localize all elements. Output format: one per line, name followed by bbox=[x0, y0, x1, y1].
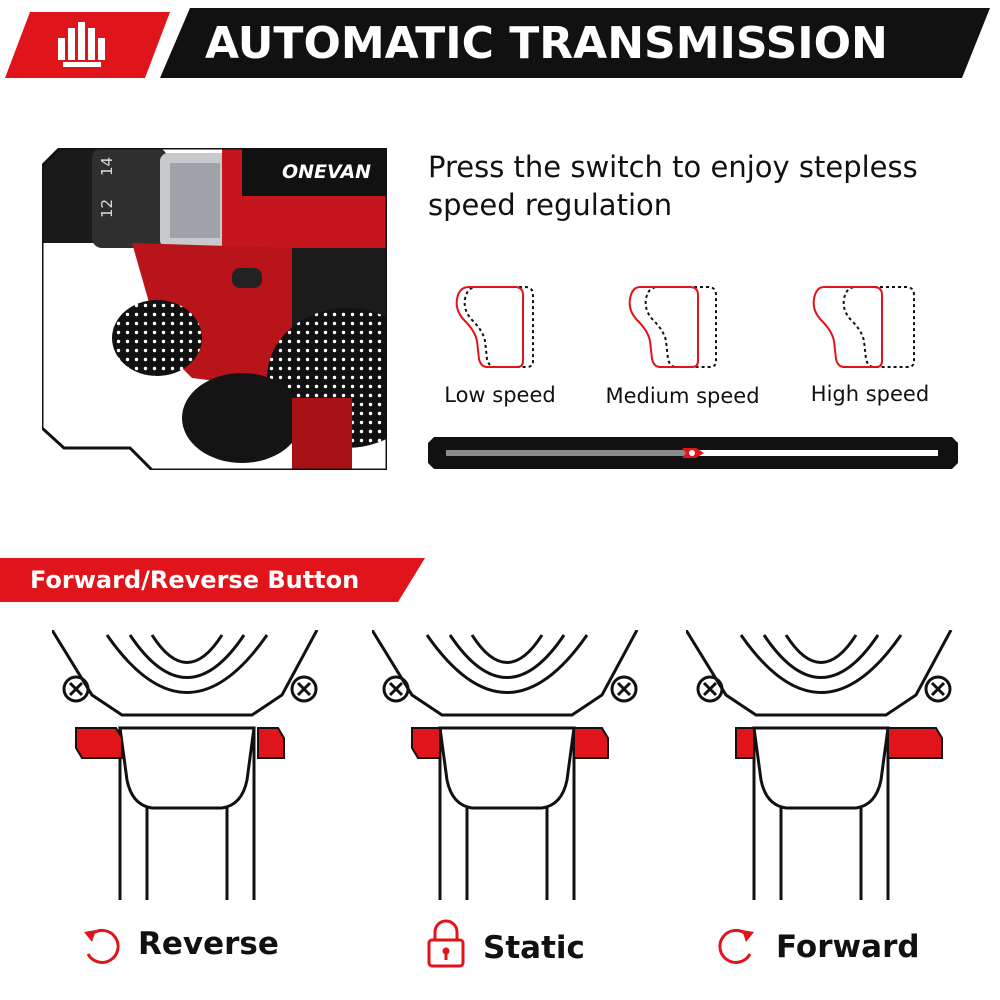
low-speed-label: Low speed bbox=[444, 383, 556, 407]
page-title: AUTOMATIC TRANSMISSION bbox=[205, 18, 888, 69]
brand-logo-icon bbox=[58, 22, 105, 67]
brand-text: ONEVAN bbox=[282, 161, 371, 183]
speed-description: Press the switch to enjoy stepless speed… bbox=[428, 150, 918, 222]
header-banner bbox=[5, 8, 990, 78]
static-switch-diagram bbox=[372, 630, 639, 900]
high-speed-label: High speed bbox=[810, 382, 930, 406]
header-accent bbox=[5, 12, 170, 78]
lock-icon bbox=[427, 919, 465, 968]
reverse-label: Reverse bbox=[138, 926, 279, 962]
clutch-number-14: 14 bbox=[98, 157, 116, 176]
reverse-switch-diagram bbox=[52, 630, 319, 900]
high-speed-trigger-icon bbox=[812, 286, 915, 368]
speed-slider bbox=[428, 437, 958, 469]
forward-label: Forward bbox=[776, 929, 920, 965]
slider-thumb-icon bbox=[682, 448, 704, 458]
low-speed-trigger-icon bbox=[455, 286, 534, 368]
slider-fill bbox=[446, 450, 692, 456]
medium-speed-label: Medium speed bbox=[605, 384, 760, 408]
rotate-ccw-icon bbox=[84, 928, 120, 964]
header-bar bbox=[160, 8, 990, 78]
medium-speed-trigger-icon bbox=[628, 286, 717, 368]
clutch-number-12: 12 bbox=[98, 199, 116, 218]
rotate-cw-icon bbox=[718, 928, 754, 964]
static-label: Static bbox=[483, 930, 585, 966]
drill-photo: ONEVAN 14 12 bbox=[42, 148, 387, 470]
direction-section-title: Forward/Reverse Button bbox=[30, 566, 360, 594]
direction-banner bbox=[0, 558, 425, 602]
forward-switch-diagram bbox=[686, 630, 953, 900]
